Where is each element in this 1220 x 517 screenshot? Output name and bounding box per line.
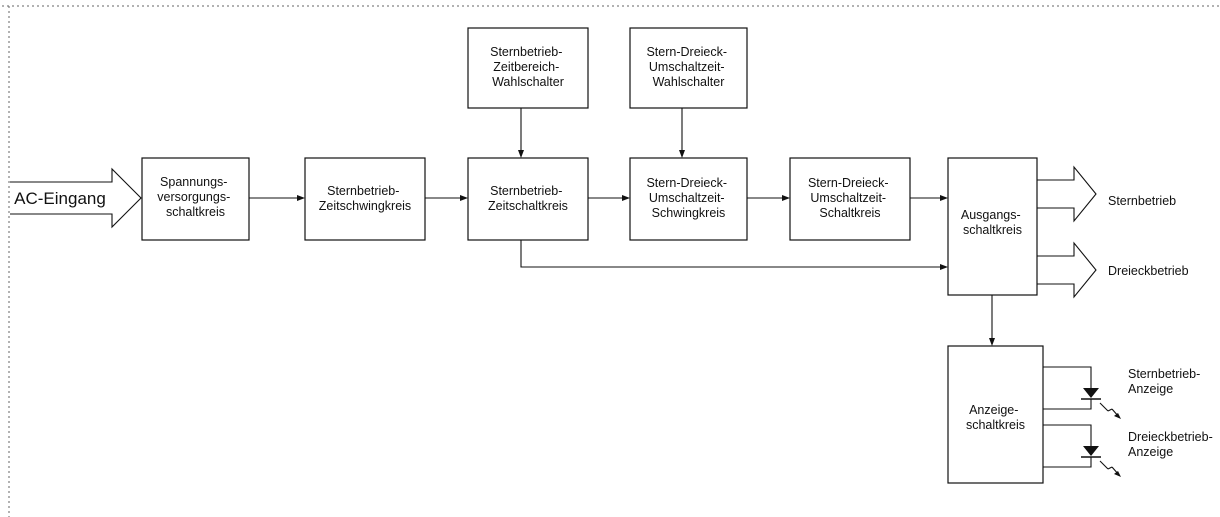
star-timer-block: Sternbetrieb- Zeitschaltkreis [467, 157, 589, 241]
delta-output-arrow [1037, 241, 1097, 299]
star-delta-oscillator-line-3: Schwingkreis [652, 206, 726, 220]
star-timer-line-2: Zeitschaltkreis [488, 199, 568, 213]
star-delta-oscillator-line-2: Umschaltzeit- [649, 191, 725, 205]
star-delta-switch-line-1: Stern-Dreieck- [808, 176, 889, 190]
star-range-selector-line-2: Zeitbereich- [493, 60, 559, 74]
star-timer-line-1: Sternbetrieb- [490, 184, 562, 198]
svg-text:Sternbetrieb- Anzeige: Sternbetrieb- Anzeige [1128, 367, 1204, 396]
display-circuit-block: Anzeige- schaltkreis [947, 345, 1044, 484]
delta-output-label: Dreieckbetrieb [1108, 264, 1189, 278]
svg-text:Anzeige- schaltkreis: Anzeige- schaltkreis [966, 403, 1025, 432]
star-oscillator-line-2: Zeitschwingkreis [319, 199, 411, 213]
ac-input-label: AC-Eingang [14, 189, 106, 208]
star-delta-oscillator-block: Stern-Dreieck- Umschaltzeit- Schwingkrei… [629, 157, 748, 241]
star-range-selector-line-3: Wahlschalter [492, 75, 564, 89]
svg-text:Sternbetrieb- Zeitschalt: Sternbetrieb- Zeitschaltkreis [488, 184, 568, 213]
svg-text:Sternbetrieb- Zeitbereic: Sternbetrieb- Zeitbereich- Wahlschalter [490, 45, 566, 89]
signal-connectors [249, 108, 995, 346]
star-oscillator-line-1: Sternbetrieb- [327, 184, 399, 198]
star-range-selector-block: Sternbetrieb- Zeitbereich- Wahlschalter [467, 27, 589, 109]
svg-text:Dreieckbetrieb- Anzeige: Dreieckbetrieb- Anzeige [1128, 430, 1216, 459]
star-output-label: Sternbetrieb [1108, 194, 1176, 208]
svg-text:Stern-Dreieck- Umschaltz: Stern-Dreieck- Umschaltzeit- Schaltkreis [808, 176, 892, 220]
star-delta-selector-line-1: Stern-Dreieck- [646, 45, 727, 59]
output-circuit-line-2: schaltkreis [963, 223, 1022, 237]
star-delta-oscillator-line-1: Stern-Dreieck- [646, 176, 727, 190]
delta-indicator-line-2: Anzeige [1128, 445, 1173, 459]
svg-text:Stern-Dreieck- Umschaltz: Stern-Dreieck- Umschaltzeit- Wahlschalte… [646, 45, 730, 89]
star-indicator-line-1: Sternbetrieb- [1128, 367, 1200, 381]
star-delta-selector-line-3: Wahlschalter [653, 75, 725, 89]
power-supply-block: Spannungs- versorgungs- schaltkreis [141, 157, 250, 241]
power-supply-line-3: schaltkreis [166, 205, 225, 219]
star-delta-selector-block: Stern-Dreieck- Umschaltzeit- Wahlschalte… [629, 27, 748, 109]
power-supply-line-2: versorgungs- [157, 190, 230, 204]
output-circuit-block: Ausgangs- schaltkreis [947, 157, 1038, 296]
star-output-arrow [1037, 165, 1097, 223]
delta-indicator-led-icon [1043, 424, 1121, 477]
svg-text:Stern-Dreieck- Umschaltz: Stern-Dreieck- Umschaltzeit- Schwingkrei… [646, 176, 730, 220]
svg-text:Spannungs- versorgungs-: Spannungs- versorgungs- schaltkreis [157, 175, 233, 219]
svg-text:Sternbetrieb- Zeitschwin: Sternbetrieb- Zeitschwingkreis [319, 184, 411, 213]
star-delta-switch-line-2: Umschaltzeit- [810, 191, 886, 205]
display-circuit-line-1: Anzeige- [969, 403, 1018, 417]
star-oscillator-block: Sternbetrieb- Zeitschwingkreis [304, 157, 426, 241]
star-indicator-led-icon [1043, 366, 1121, 419]
output-circuit-line-1: Ausgangs- [961, 208, 1021, 222]
display-circuit-line-2: schaltkreis [966, 418, 1025, 432]
star-delta-switch-line-3: Schaltkreis [819, 206, 880, 220]
power-supply-line-1: Spannungs- [160, 175, 227, 189]
star-indicator-line-2: Anzeige [1128, 382, 1173, 396]
star-range-selector-line-1: Sternbetrieb- [490, 45, 562, 59]
ac-input-arrow: AC-Eingang [10, 167, 142, 229]
svg-text:Ausgangs- schaltkreis: Ausgangs- schaltkreis [961, 208, 1024, 237]
star-delta-switch-block: Stern-Dreieck- Umschaltzeit- Schaltkreis [789, 157, 911, 241]
delta-indicator-line-1: Dreieckbetrieb- [1128, 430, 1213, 444]
star-delta-selector-line-2: Umschaltzeit- [649, 60, 725, 74]
